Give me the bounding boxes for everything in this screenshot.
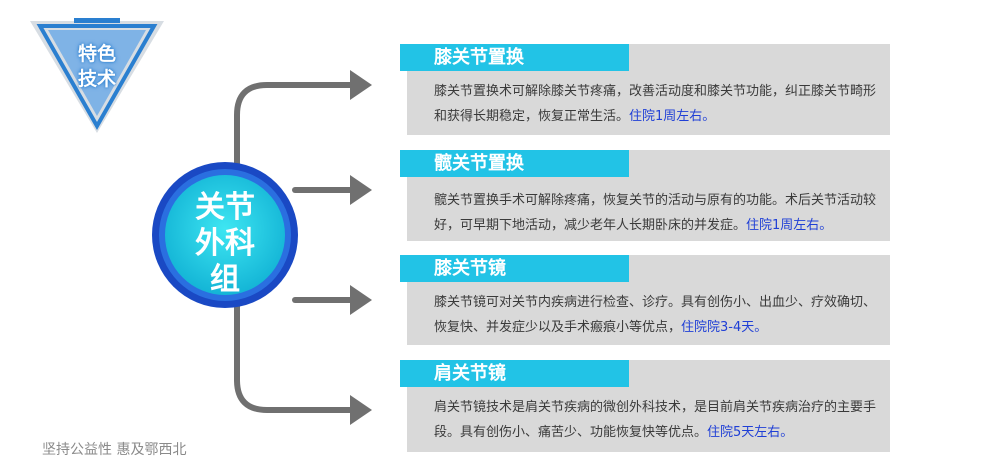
arrowhead-1	[350, 70, 372, 100]
card-title: 膝关节置换	[400, 44, 629, 71]
arrowhead-2	[350, 175, 372, 205]
badge-line-1: 特色	[77, 43, 116, 65]
card-stay-duration: 住院5天左右。	[707, 425, 794, 440]
card-stay-duration: 住院1周左右。	[746, 218, 833, 233]
card-text: 膝关节镜可对关节内疾病进行检查、诊疗。具有创伤小、出血少、疗效确切、恢复快、并发…	[434, 295, 877, 335]
card-description: 肩关节镜技术是肩关节疾病的微创外科技术，是目前肩关节疾病治疗的主要手段。具有创伤…	[434, 395, 882, 445]
footer-slogan: 坚持公益性 惠及鄂西北	[42, 442, 187, 458]
card-title: 髋关节置换	[400, 150, 629, 177]
hub-line-2: 外科	[195, 226, 255, 261]
card-title: 肩关节镜	[400, 360, 629, 387]
arrowhead-3	[350, 285, 372, 315]
connector-1	[234, 82, 355, 203]
hub-circle	[152, 162, 298, 308]
card-title: 膝关节镜	[400, 255, 629, 282]
card-stay-duration: 住院院3-4天。	[681, 320, 768, 335]
card-description: 髋关节置换手术可解除疼痛，恢复关节的活动与原有的功能。术后关节活动较好，可早期下…	[434, 188, 882, 238]
card-description: 膝关节置换术可解除膝关节疼痛，改善活动度和膝关节功能，纠正膝关节畸形和获得长期稳…	[434, 79, 882, 129]
hub-line-3: 组	[210, 262, 240, 297]
connector-4	[234, 277, 355, 413]
badge-triangle	[30, 18, 164, 133]
hub-label: 关节 外科 组	[188, 190, 262, 298]
badge-line-2: 技术	[77, 68, 116, 90]
badge-label: 特色 技术	[30, 42, 164, 92]
card-stay-duration: 住院1周左右。	[629, 109, 716, 124]
card-text: 髋关节置换手术可解除疼痛，恢复关节的活动与原有的功能。术后关节活动较好，可早期下…	[434, 193, 877, 233]
card-text: 肩关节镜技术是肩关节疾病的微创外科技术，是目前肩关节疾病治疗的主要手段。具有创伤…	[434, 400, 877, 440]
hub-line-1: 关节	[195, 190, 255, 225]
arrowhead-4	[350, 395, 372, 425]
card-description: 膝关节镜可对关节内疾病进行检查、诊疗。具有创伤小、出血少、疗效确切、恢复快、并发…	[434, 290, 882, 340]
card-text: 膝关节置换术可解除膝关节疼痛，改善活动度和膝关节功能，纠正膝关节畸形和获得长期稳…	[434, 84, 877, 124]
